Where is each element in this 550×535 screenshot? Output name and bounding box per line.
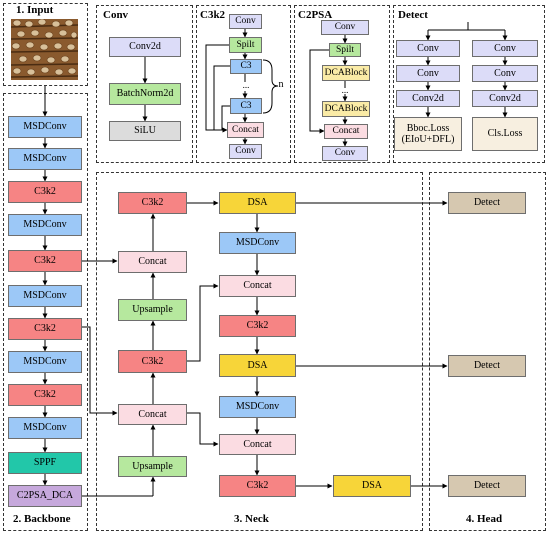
c3k2-bottom-conv: Conv [229, 144, 262, 159]
backbone-msdconv-5: MSDConv [8, 351, 82, 373]
c2psa-dots: ... [341, 84, 349, 95]
backbone-msdconv-4: MSDConv [8, 285, 82, 307]
bbox-loss-sub: (EIoU+DFL) [401, 134, 455, 145]
c2psa-panel [294, 5, 390, 163]
neck-concat-2: Concat [118, 251, 187, 273]
c3k2-panel [196, 5, 291, 163]
neck-c3k2-2: C3k2 [118, 192, 187, 214]
backbone-msdconv-1: MSDConv [8, 116, 82, 138]
input-panel [3, 3, 88, 86]
detect-left-conv-2: Conv [396, 65, 460, 82]
detect-bbox-loss: Bboc.Loss (EIoU+DFL) [394, 117, 462, 151]
detect-left-conv-1: Conv [396, 40, 460, 57]
input-image [11, 19, 78, 80]
backbone-msdconv-3: MSDConv [8, 214, 82, 236]
c3k2-c3-a: C3 [230, 59, 262, 74]
backbone-msdconv-6: MSDConv [8, 417, 82, 439]
backbone-msdconv-2: MSDConv [8, 148, 82, 170]
bbox-loss-label: Bboc.Loss [406, 122, 450, 134]
c2psa-bottom-conv: Conv [322, 146, 368, 161]
c2psa-concat: Concat [324, 124, 368, 139]
conv-title: Conv [103, 9, 129, 21]
neck-concat-3: Concat [219, 275, 296, 297]
conv-batchnorm: BatchNorm2d [109, 83, 181, 105]
neck-msdconv-1: MSDConv [219, 232, 296, 254]
neck-concat-4: Concat [219, 434, 296, 455]
head-title: 4. Head [466, 513, 503, 525]
c3k2-c3-b: C3 [230, 98, 262, 114]
backbone-c3k2-4: C3k2 [8, 384, 82, 406]
c2psa-title: C2PSA [298, 9, 333, 21]
neck-c3k2-4: C3k2 [219, 475, 296, 497]
head-panel [429, 172, 546, 531]
c2psa-split: Spilt [329, 43, 361, 57]
neck-msdconv-2: MSDConv [219, 396, 296, 418]
backbone-c2psa-dca: C2PSA_DCA [8, 485, 82, 507]
head-detect-2: Detect [448, 355, 526, 377]
detect-right-conv-1: Conv [472, 40, 538, 57]
neck-dsa-1: DSA [219, 192, 296, 214]
detect-left-conv2d: Conv2d [396, 90, 460, 107]
head-detect-3: Detect [448, 475, 526, 497]
neck-title: 3. Neck [234, 513, 269, 525]
neck-dsa-2: DSA [219, 354, 296, 377]
neck-upsample-2: Upsample [118, 299, 187, 321]
neck-dsa-3: DSA [333, 475, 411, 497]
c3k2-dots: ... [242, 79, 250, 90]
conv-panel [96, 5, 193, 163]
neck-c3k2-1: C3k2 [118, 350, 187, 373]
detect-right-conv-2: Conv [472, 65, 538, 82]
c3k2-title: C3k2 [200, 9, 226, 21]
backbone-title: 2. Backbone [13, 513, 71, 525]
neck-concat-1: Concat [118, 404, 187, 425]
conv-conv2d: Conv2d [109, 37, 181, 57]
detect-title: Detect [398, 9, 428, 21]
c3k2-concat: Concat [227, 122, 264, 138]
c3k2-n-label: n [278, 79, 284, 91]
conv-silu: SiLU [109, 121, 181, 141]
c2psa-dcablock-1: DCABlock [322, 65, 370, 81]
input-title: 1. Input [16, 4, 54, 16]
detect-panel [393, 5, 545, 163]
c3k2-top-conv: Conv [229, 14, 262, 29]
neck-upsample-1: Upsample [118, 456, 187, 477]
backbone-c3k2-3: C3k2 [8, 318, 82, 340]
c2psa-dcablock-2: DCABlock [322, 101, 370, 117]
c2psa-top-conv: Conv [321, 20, 369, 35]
backbone-c3k2-1: C3k2 [8, 181, 82, 203]
detect-right-conv2d: Conv2d [472, 90, 538, 107]
backbone-sppf: SPPF [8, 452, 82, 474]
head-detect-1: Detect [448, 192, 526, 214]
backbone-c3k2-2: C3k2 [8, 250, 82, 272]
c3k2-split: Spilt [229, 37, 262, 53]
neck-panel [96, 172, 423, 531]
detect-cls-loss: Cls.Loss [472, 117, 538, 151]
neck-c3k2-3: C3k2 [219, 315, 296, 337]
